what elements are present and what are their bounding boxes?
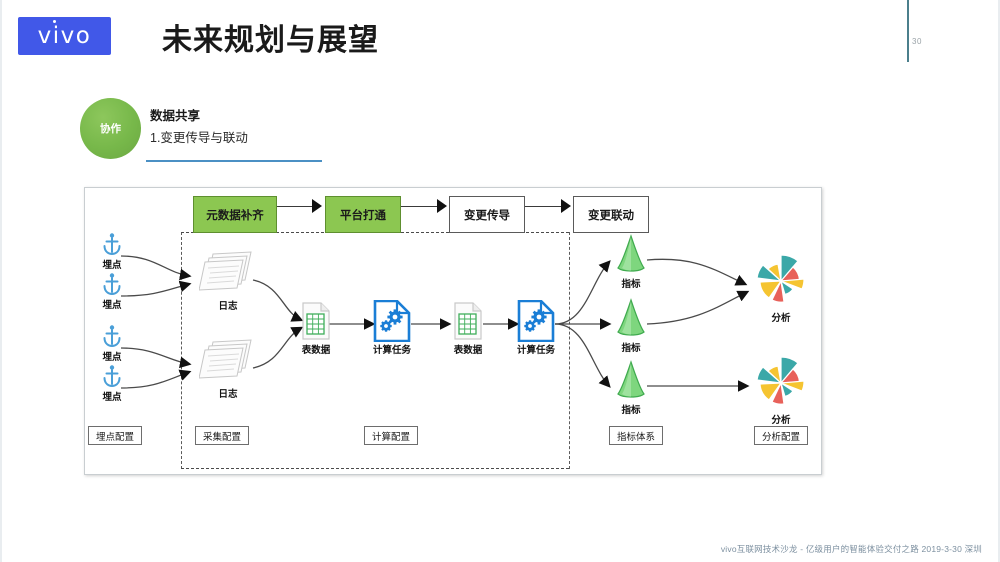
flow-box-platform[interactable]: 平台打通 xyxy=(325,196,401,233)
table-data-label-2: 表数据 xyxy=(453,345,483,356)
log-stack-icon-2 xyxy=(199,338,259,382)
metric-label-1: 指标 xyxy=(621,279,641,290)
section-heading: 数据共享 xyxy=(150,109,201,123)
flow-box-metadata-label: 元数据补齐 xyxy=(206,209,264,222)
stage-separator-1 xyxy=(181,232,182,469)
stage-separator-2 xyxy=(569,232,570,469)
tracking-point-anchor-icon-1 xyxy=(101,232,123,256)
section-list-item: 1.变更传导与联动 xyxy=(150,131,248,145)
flow-connector-2 xyxy=(401,206,437,208)
vivo-wordmark: vivo xyxy=(37,19,92,49)
metric-cone-icon-3 xyxy=(615,360,647,400)
slide-right-edge xyxy=(998,0,1000,562)
stage-tag-collection-label: 采集配置 xyxy=(202,431,242,443)
logo-i-dot xyxy=(52,19,57,23)
stage-tag-compute-label: 计算配置 xyxy=(371,431,411,443)
metric-label-2: 指标 xyxy=(621,343,641,354)
analysis-chart-icon-2 xyxy=(749,352,813,414)
stage-tag-metric-system-label: 指标体系 xyxy=(616,431,656,443)
stage-tag-tracking-label: 埋点配置 xyxy=(95,431,135,443)
flow-arrow-2-icon xyxy=(437,199,447,213)
flow-connector-3 xyxy=(525,206,561,208)
tracking-point-anchor-icon-3 xyxy=(101,324,123,348)
tracking-point-label-1: 埋点 xyxy=(102,260,122,271)
flow-box-change-propagation[interactable]: 变更传导 xyxy=(449,196,525,233)
diagram-connectors xyxy=(120,255,750,392)
flow-arrow-1-icon xyxy=(312,199,322,213)
analysis-label-1: 分析 xyxy=(771,313,791,324)
stage-tag-tracking[interactable]: 埋点配置 xyxy=(87,426,143,445)
tracking-point-label-3: 埋点 xyxy=(102,352,122,363)
compute-task-label-1: 计算任务 xyxy=(372,345,412,356)
stage-tag-analysis-label: 分析配置 xyxy=(761,431,801,443)
table-data-label-1: 表数据 xyxy=(301,345,331,356)
stage-tag-analysis[interactable]: 分析配置 xyxy=(753,426,809,445)
metric-label-3: 指标 xyxy=(621,405,641,416)
page-number: 30 xyxy=(912,37,922,46)
flow-arrow-3-icon xyxy=(561,199,571,213)
flow-box-change-linkage-label: 变更联动 xyxy=(588,209,634,222)
compute-task-icon-2 xyxy=(517,300,555,342)
flow-box-metadata[interactable]: 元数据补齐 xyxy=(193,196,277,233)
stage-tag-compute[interactable]: 计算配置 xyxy=(363,426,419,445)
tracking-point-label-4: 埋点 xyxy=(102,392,122,403)
compute-task-label-2: 计算任务 xyxy=(516,345,556,356)
section-badge-label: 协作 xyxy=(100,123,121,135)
section-badge: 协作 xyxy=(80,98,141,159)
stage-tag-collection[interactable]: 采集配置 xyxy=(194,426,250,445)
analysis-label-2: 分析 xyxy=(771,415,791,426)
metric-cone-icon-2 xyxy=(615,298,647,338)
metric-cone-icon-1 xyxy=(615,234,647,274)
header-accent-line xyxy=(907,0,909,62)
compute-task-icon-1 xyxy=(373,300,411,342)
log-label-1: 日志 xyxy=(218,301,238,312)
flow-box-change-propagation-label: 变更传导 xyxy=(464,209,510,222)
tracking-point-anchor-icon-4 xyxy=(101,364,123,388)
vivo-logo: vivo xyxy=(18,17,111,55)
log-stack-icon-1 xyxy=(199,250,259,294)
analysis-chart-icon-1 xyxy=(749,250,813,312)
log-label-2: 日志 xyxy=(218,389,238,400)
slide-left-edge xyxy=(0,0,2,562)
footer-text: vivo互联网技术沙龙 - 亿级用户的智能体验交付之路 2019-3-30 深圳 xyxy=(720,544,982,554)
table-data-icon-1 xyxy=(301,302,331,340)
flow-box-platform-label: 平台打通 xyxy=(340,209,386,222)
flow-box-change-linkage[interactable]: 变更联动 xyxy=(573,196,649,233)
logo-text: vivo xyxy=(37,22,92,49)
tracking-point-label-2: 埋点 xyxy=(102,300,122,311)
stage-tag-metric-system[interactable]: 指标体系 xyxy=(608,426,664,445)
architecture-diagram: 元数据补齐 平台打通 变更传导 变更联动 xyxy=(84,187,822,475)
tracking-point-anchor-icon-2 xyxy=(101,272,123,296)
page-title: 未来规划与展望 xyxy=(162,24,379,57)
section-underline xyxy=(146,160,322,162)
flow-connector-1 xyxy=(277,206,312,208)
table-data-icon-2 xyxy=(453,302,483,340)
